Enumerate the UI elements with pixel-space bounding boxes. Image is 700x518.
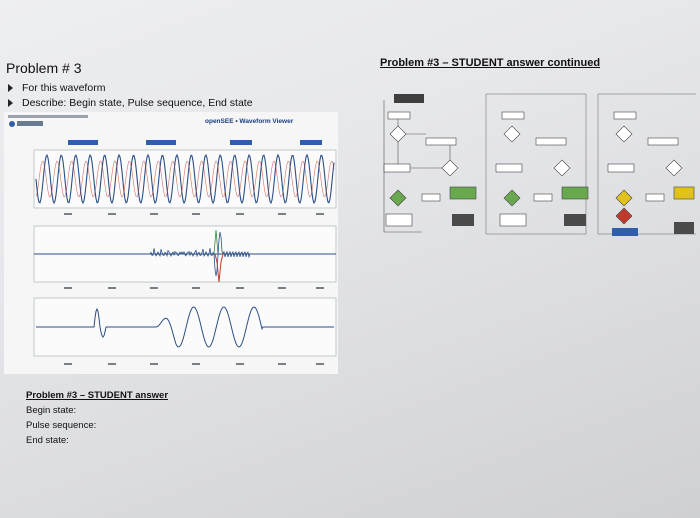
triangle-bullet-icon [8,99,13,108]
viewer-button[interactable] [146,140,176,145]
viewer-toolbar [8,115,88,118]
bullet-item: For this waveform [8,82,105,94]
answer-line-end: End state: [26,435,69,446]
bullet-text: For this waveform [22,82,106,94]
current-spike-red [214,253,224,283]
current-waveform [36,232,334,277]
viewer-button[interactable] [230,140,252,145]
flowchart-column-2 [485,93,589,235]
viewer-button[interactable] [300,140,322,145]
continued-title: Problem #3 – STUDENT answer continued [380,57,601,69]
triangle-bullet-icon [8,84,13,93]
viewer-button[interactable] [68,140,98,145]
current-spike-green [213,229,219,255]
student-answer-heading: Problem #3 – STUDENT answer [26,390,169,401]
answer-line-begin: Begin state: [26,405,77,416]
pulse-waveform [36,306,334,348]
viewer-title: openSEE • Waveform Viewer [205,118,294,125]
voltage-waveform [35,153,335,205]
answer-line-pulse: Pulse sequence: [26,420,97,431]
student-answer-block: Problem #3 – STUDENT answer Begin state:… [26,388,168,448]
flowchart-diagram [383,93,696,236]
axis-ticks [64,213,324,365]
problem-title: Problem # 3 [6,60,82,76]
bullet-item: Describe: Begin state, Pulse sequence, E… [8,97,253,109]
bullet-text: Describe: Begin state, Pulse sequence, E… [22,97,253,109]
opensee-logo-icon [9,121,43,127]
voltage-waveform-phase-b [35,160,335,198]
flowchart-column-1 [383,94,477,233]
flowchart-column-3 [597,93,696,236]
